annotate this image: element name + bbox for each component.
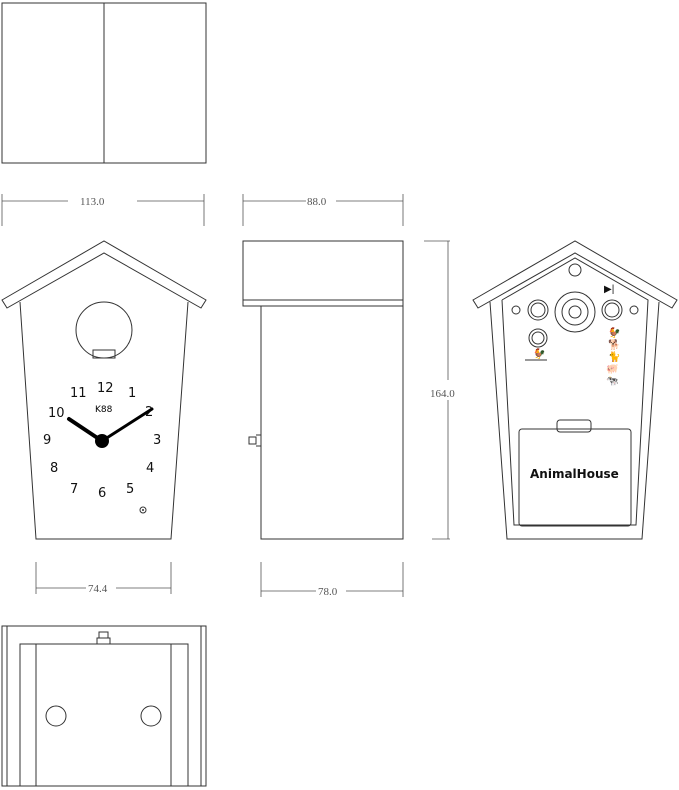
- play-next-icon: ▶|: [604, 284, 614, 295]
- dimension-113: [1, 194, 205, 226]
- front-view: [1, 240, 207, 540]
- dimension-164: [424, 240, 450, 540]
- dim-label-78: 78.0: [318, 586, 338, 598]
- clock-number-8: 8: [50, 461, 58, 476]
- clock-number-4: 4: [146, 461, 154, 476]
- side-view: [242, 240, 404, 540]
- back-view: [472, 240, 678, 540]
- clock-number-5: 5: [126, 482, 134, 497]
- clock-number-7: 7: [70, 482, 78, 497]
- dim-label-88: 88.0: [307, 196, 327, 208]
- animal-icons: ▶| 🐓 🐓 🐕 🐈 🐖 🐄: [533, 284, 620, 387]
- dim-label-164: 164.0: [430, 388, 455, 400]
- speaker-grille-icon: [554, 291, 596, 333]
- clock-number-6: 6: [98, 486, 106, 501]
- dimension-74-4: [35, 562, 172, 594]
- dim-label-74-4: 74.4: [88, 583, 108, 595]
- cat-icon: 🐈: [608, 350, 620, 363]
- dim-label-113: 113.0: [80, 196, 105, 208]
- dog-icon: 🐕: [608, 338, 620, 351]
- clock-number-1: 1: [128, 386, 136, 401]
- clock-number-9: 9: [43, 433, 51, 448]
- cow-icon: 🐄: [606, 376, 618, 387]
- logo: K88: [95, 405, 113, 415]
- screw-icon: [139, 506, 147, 514]
- pig-icon: 🐖: [606, 363, 618, 375]
- top-view: [1, 2, 207, 164]
- clock-number-10: 10: [48, 406, 65, 421]
- clock-number-12: 12: [97, 381, 114, 396]
- clock-number-3: 3: [153, 433, 161, 448]
- rooster-icon: 🐓: [608, 326, 620, 339]
- clock-face: 12 1 2 3 4 5 6 7 8 9 10 11 K88: [43, 381, 161, 514]
- dimension-78: [260, 562, 404, 597]
- brand-label: AnimalHouse: [530, 467, 619, 481]
- dimension-88: [242, 194, 404, 226]
- clock-number-11: 11: [70, 386, 87, 401]
- bottom-view: [1, 625, 207, 787]
- minute-hand: [100, 407, 154, 443]
- rooster-icon: 🐓: [533, 347, 545, 360]
- hand-pivot: [95, 434, 109, 448]
